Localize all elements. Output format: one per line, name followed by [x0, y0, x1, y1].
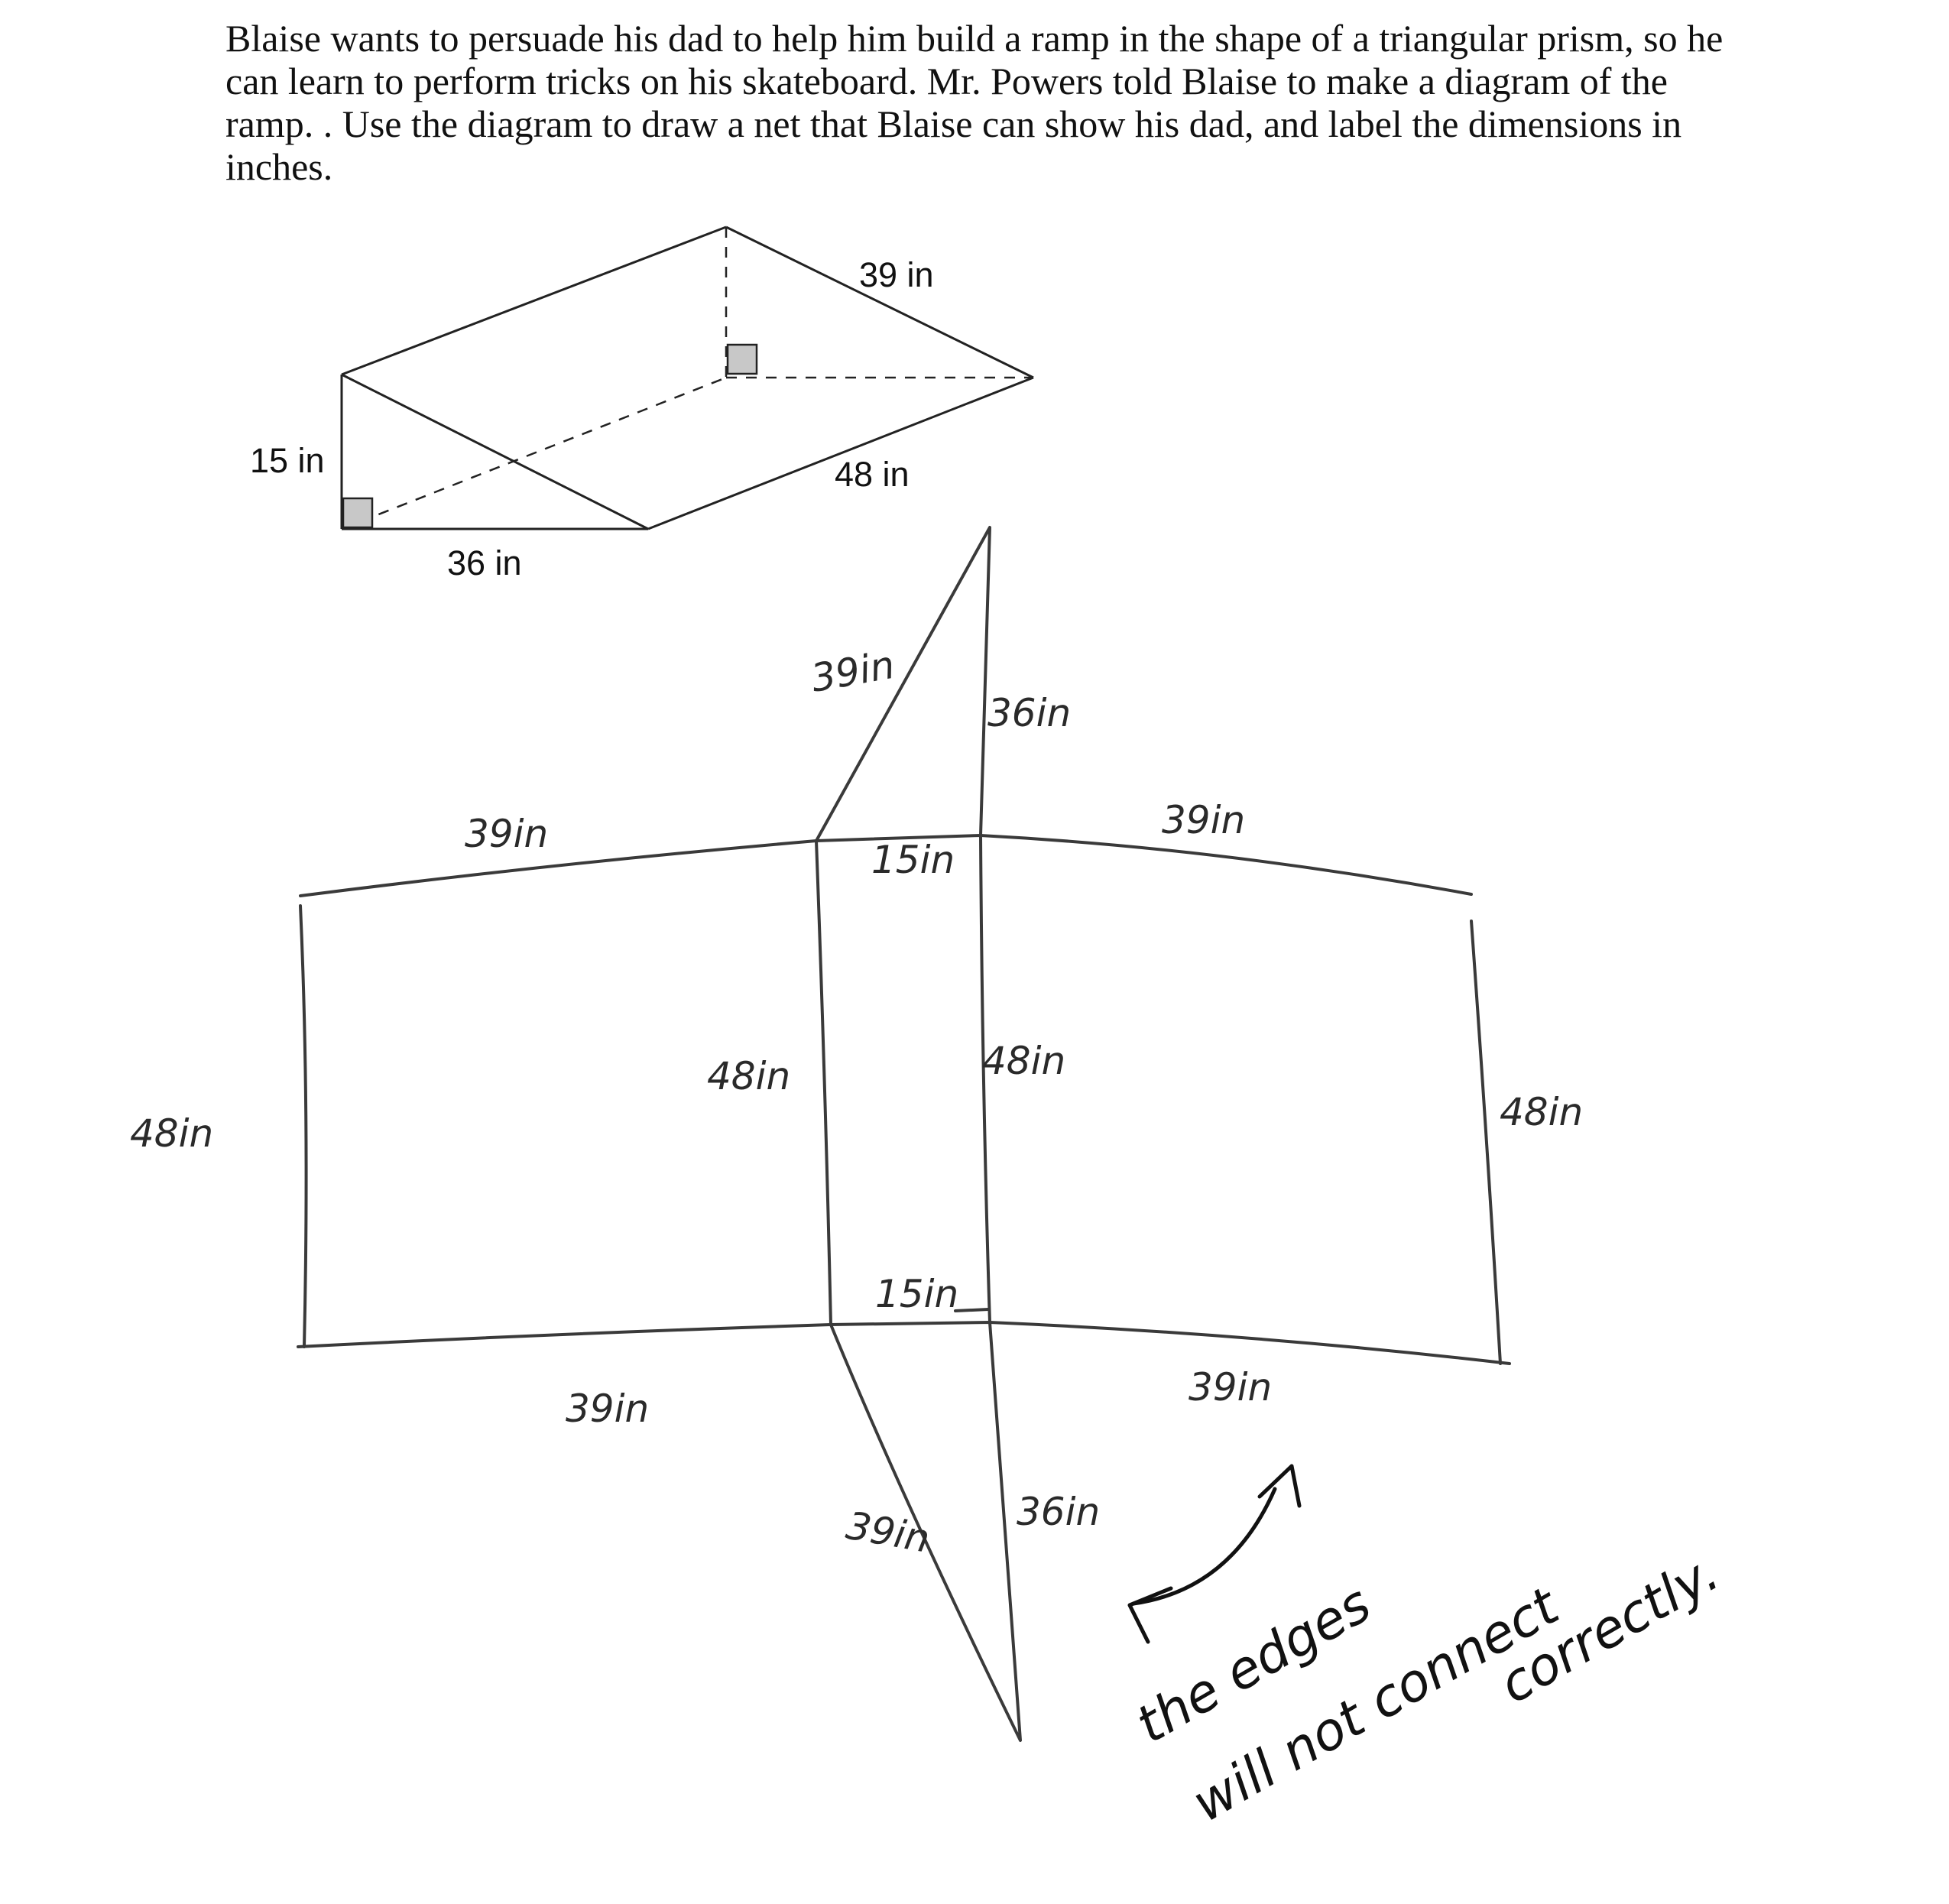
prism-hypotenuse-label: 39 in: [859, 255, 934, 294]
net-center-right-edge: [979, 834, 991, 1324]
prism-height-label: 15 in: [250, 441, 325, 480]
net-right-rect-top-label: 39in: [1162, 798, 1245, 842]
net-bottom-edge: [297, 1321, 1511, 1365]
net-center-rect-right-label: 48in: [982, 1039, 1065, 1083]
net-right-outer-edge: [1470, 920, 1502, 1365]
net-top-triangle-side-label: 36in: [987, 691, 1071, 735]
prism-right-base-edge: [647, 376, 1034, 530]
net-bottom-triangle-slant-label: 39in: [843, 1503, 933, 1562]
net-left-outer-edge: [299, 904, 308, 1348]
prism-diagram: [340, 225, 1034, 530]
prism-base-label: 36 in: [447, 543, 522, 582]
net-bottom-triangle-side-label: 36in: [1017, 1490, 1100, 1534]
arrow-head-bottom: [1127, 1586, 1173, 1644]
net-bottom-triangle: [829, 1321, 1022, 1742]
arrow-head-top: [1257, 1464, 1302, 1508]
right-angle-marker-front: [342, 497, 374, 529]
net-center-rect-left-label: 48in: [707, 1054, 790, 1098]
net-center-rect-top-label: 15in: [871, 838, 955, 882]
prism-front-hypotenuse-edge: [341, 373, 649, 530]
teacher-arrow: [1127, 1464, 1302, 1644]
net-right-rect-outer-label: 48in: [1500, 1090, 1583, 1134]
net-top-triangle-slant-label: 39in: [808, 643, 898, 701]
net-left-rect-bottom-label: 39in: [566, 1387, 649, 1431]
net-drawing: [297, 526, 1511, 1742]
prism-back-hypotenuse-edge: [725, 225, 1034, 379]
problem-statement: Blaise wants to persuade his dad to help…: [225, 17, 1724, 188]
net-right-rect-bottom-label: 39in: [1189, 1365, 1272, 1409]
prism-top-edge: [341, 225, 727, 376]
net-center-left-edge: [815, 839, 832, 1326]
net-center-rect-bottom-label: 15in: [875, 1272, 958, 1316]
right-angle-marker-back: [726, 343, 758, 375]
prism-length-label: 48 in: [835, 455, 910, 494]
prism-hidden-bottom-edge: [341, 376, 727, 530]
net-top-triangle: [815, 526, 991, 842]
net-left-rect-top-label: 39in: [465, 812, 548, 856]
curved-arrow-line: [1131, 1487, 1277, 1606]
net-left-rect-outer-label: 48in: [130, 1111, 213, 1156]
net-center-bottom-tick: [954, 1308, 990, 1312]
